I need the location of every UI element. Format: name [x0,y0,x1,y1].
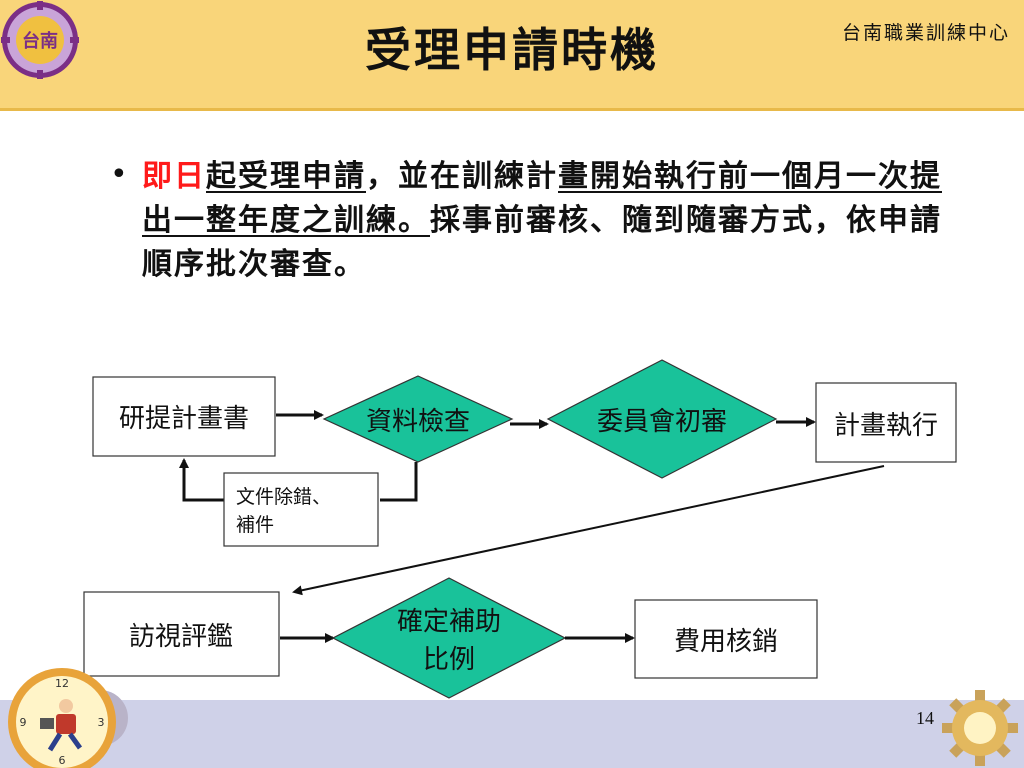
bullet-paragraph: 即日起受理申請，並在訓練計畫開始執行前一個月一次提出一整年度之訓練。採事前審核、… [142,155,942,287]
clock-number-9: 9 [20,716,27,729]
node-site-visit-label: 訪視評鑑 [129,622,233,652]
arrow-execution-to-visit [292,465,885,596]
node-data-check [322,375,514,463]
node-plan-execution [815,382,957,463]
header-band [0,0,1024,108]
clock-illustration: 12 3 6 9 [8,668,128,768]
node-confirm-ratio-line1: 確定補助 [397,607,501,637]
gear-icon [942,690,1018,766]
clock-number-12: 12 [55,677,69,690]
node-corrections [223,472,379,547]
loop-correction-connector [380,462,418,502]
node-expense-writeoff [634,599,818,679]
loop-correction-arrow [179,458,224,502]
text-segment: 採事前審核、 [430,203,622,238]
running-man-icon [40,699,83,752]
node-committee-review-label: 委員會初審 [597,407,727,437]
node-confirm-ratio-line2: 比例 [423,645,475,675]
clock-number-6: 6 [59,754,66,767]
node-site-visit [83,591,280,677]
page-number: 14 [916,708,934,728]
node-corrections-line2: 補件 [236,514,274,536]
header-divider [0,108,1024,111]
node-corrections-line1: 文件除錯、 [236,486,331,508]
text-annual-training: 個月一次提出一整年度之訓練。 [142,159,942,238]
page-title: 受理申請時機 [365,23,659,77]
node-plan-execution-label: 計畫執行 [834,411,938,441]
node-proposal-label: 研提計畫書 [119,404,249,434]
text-segment: ，並在訓練計 [366,159,558,194]
node-data-check-label: 資料檢查 [366,407,470,437]
text-accept-application: 起受理申請 [206,159,366,194]
node-proposal [92,376,276,457]
text-segment: 隨到隨審方式，依申請順序批次審查。 [142,203,942,282]
organization-name: 台南職業訓練中心 [841,22,1010,44]
clock-number-3: 3 [98,716,105,729]
text-before-execution: 畫開始執行前一 [558,159,782,194]
node-committee-review [546,359,778,479]
node-confirm-ratio [331,577,567,699]
bullet-marker: • [110,157,128,192]
logo-emblem: 台南 [1,1,79,79]
text-emphasis-today: 即日 [142,159,206,194]
node-expense-writeoff-label: 費用核銷 [674,627,778,657]
logo-text: 台南 [22,30,58,52]
footer-band [0,700,1024,768]
